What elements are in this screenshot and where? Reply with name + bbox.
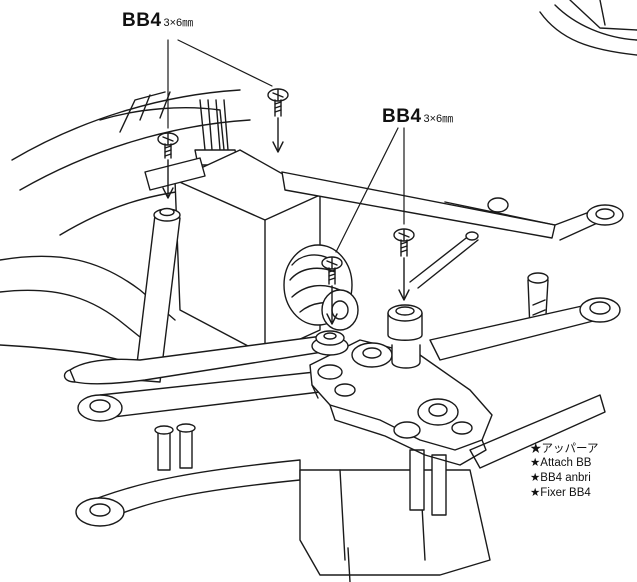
screw-4: [393, 228, 415, 257]
note-line-4: ★Fixer BB4: [530, 487, 591, 499]
left-post: [134, 207, 181, 383]
arrow-screw-1: [162, 159, 174, 199]
servo-box: [144, 149, 321, 356]
chassis-outline: [0, 0, 637, 361]
note-line-1: ★アッパーア: [530, 443, 599, 455]
lower-left-posts: [154, 423, 196, 471]
ball-stud-left: [311, 330, 349, 356]
ball-stud-right: [387, 304, 423, 369]
lower-arms: [75, 297, 621, 527]
callout-code: BB4: [382, 106, 422, 127]
callout-size: 3×6㎜: [423, 113, 454, 125]
bulkhead: [299, 449, 491, 582]
leader-lines: [167, 39, 405, 253]
arrow-screw-3: [326, 285, 338, 325]
note-line-2: ★Attach BB: [530, 457, 592, 469]
screw-3: [321, 256, 343, 285]
upper-plate-bosses: [317, 342, 473, 439]
upper-arm-right: [281, 171, 624, 241]
steering-rod: [409, 231, 479, 289]
screw-2: [267, 88, 289, 117]
note-line-3: ★BB4 anbri: [530, 472, 591, 484]
arrow-screw-2: [272, 117, 284, 153]
callout-code: BB4: [122, 10, 162, 31]
arrow-screw-4: [398, 257, 410, 301]
callout-size: 3×6㎜: [163, 17, 194, 29]
screw-1: [157, 132, 179, 159]
